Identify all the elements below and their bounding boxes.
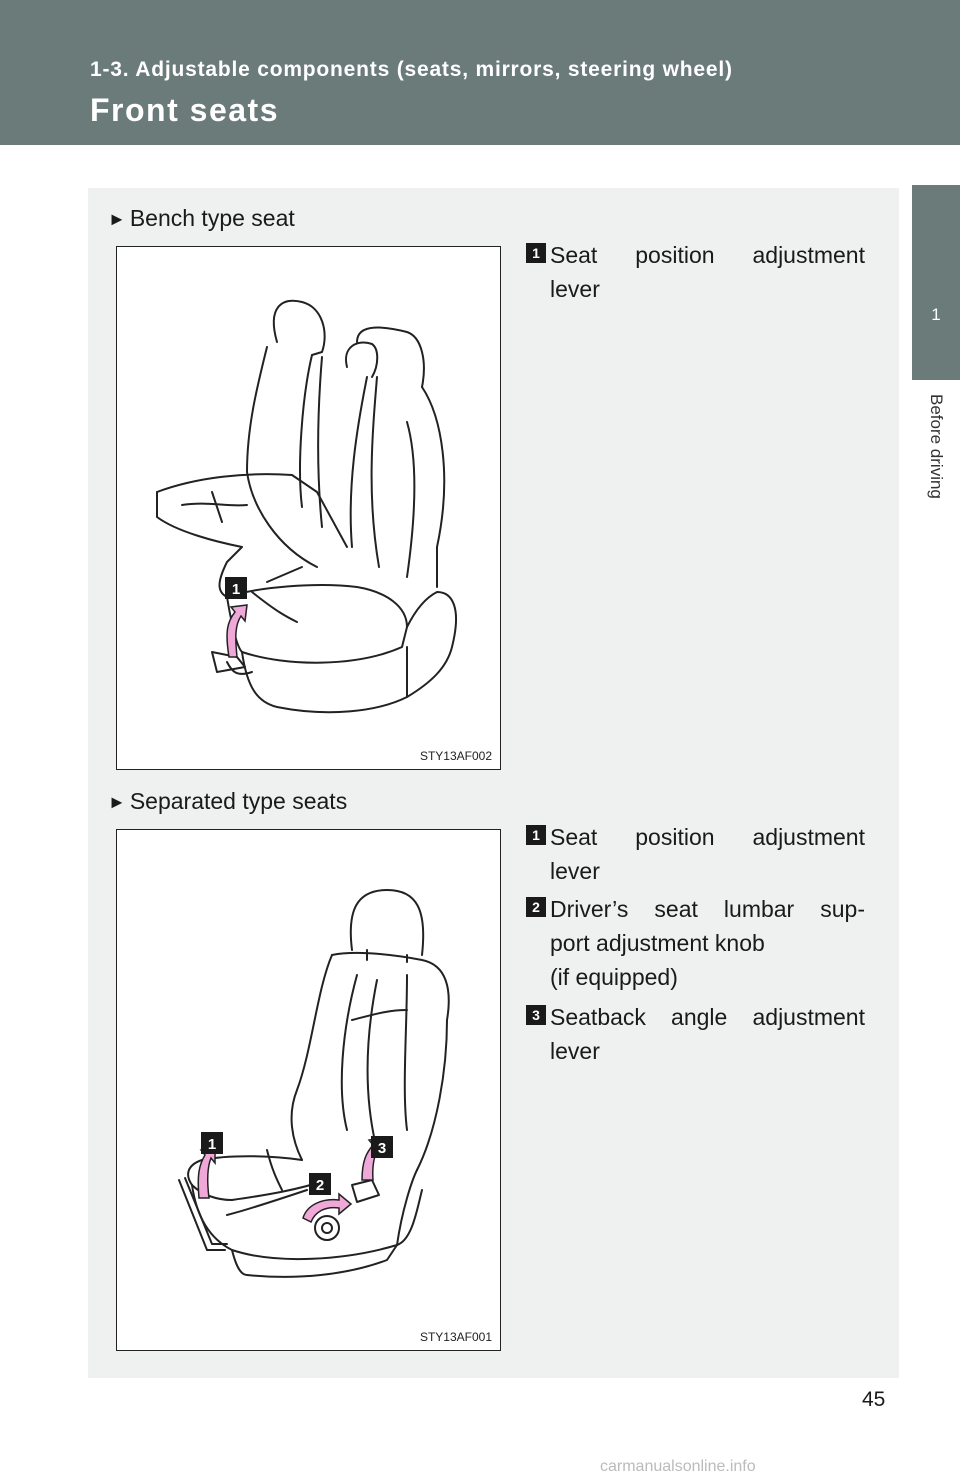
triangle-right-icon: ► xyxy=(108,209,126,229)
section-label-text: Bench type seat xyxy=(130,205,295,231)
svg-text:3: 3 xyxy=(378,1140,386,1157)
item-line: Seat position adjustment xyxy=(550,238,865,272)
section-label-bench: ►Bench type seat xyxy=(108,205,295,232)
svg-text:1: 1 xyxy=(208,1136,216,1153)
section-label-text: Separated type seats xyxy=(130,788,347,814)
item-number-badge: 1 xyxy=(526,825,546,845)
item-line: lever xyxy=(550,1034,865,1068)
item-number-badge: 3 xyxy=(526,1005,546,1025)
page-title: Front seats xyxy=(90,92,279,129)
svg-text:1: 1 xyxy=(232,581,240,598)
item-number-badge: 1 xyxy=(526,243,546,263)
page-number: 45 xyxy=(862,1388,885,1412)
item-line: (if equipped) xyxy=(550,960,865,994)
item-line: Seat position adjustment xyxy=(550,820,865,854)
triangle-right-icon: ► xyxy=(108,792,126,812)
item-line: Seatback angle adjustment xyxy=(550,1000,865,1034)
list-item: 1 Seat position adjustment lever xyxy=(526,820,866,890)
item-text: Seat position adjustment lever xyxy=(550,238,865,306)
chapter-number: 1 xyxy=(912,305,960,325)
item-text: Driver’s seat lumbar sup- port adjustmen… xyxy=(550,892,865,994)
chapter-label: Before driving xyxy=(926,394,946,499)
separated-seat-illustration: 1 2 3 xyxy=(117,830,500,1350)
svg-text:2: 2 xyxy=(316,1177,324,1194)
item-line: port adjustment knob xyxy=(550,926,865,960)
item-text: Seatback angle adjustment lever xyxy=(550,1000,865,1068)
item-line: lever xyxy=(550,854,865,888)
figure-separated-seats: 1 2 3 STY13AF001 xyxy=(116,829,501,1351)
figure-bench-seat: 1 STY13AF002 xyxy=(116,246,501,770)
item-number-badge: 2 xyxy=(526,897,546,917)
chapter-tab: 1 xyxy=(912,185,960,380)
list-item: 2 Driver’s seat lumbar sup- port adjustm… xyxy=(526,892,866,997)
list-item: 3 Seatback angle adjustment lever xyxy=(526,1000,866,1070)
item-line: Driver’s seat lumbar sup- xyxy=(550,892,865,926)
watermark: carmanualsonline.info xyxy=(600,1458,756,1476)
list-item: 1 Seat position adjustment lever xyxy=(526,238,866,308)
figure-code: STY13AF002 xyxy=(420,749,492,763)
item-line: lever xyxy=(550,272,865,306)
item-text: Seat position adjustment lever xyxy=(550,820,865,888)
bench-seat-illustration: 1 xyxy=(117,247,500,769)
figure-code: STY13AF001 xyxy=(420,1330,492,1344)
section-label-separated: ►Separated type seats xyxy=(108,788,347,815)
section-subtitle: 1-3. Adjustable components (seats, mirro… xyxy=(90,58,733,82)
chapter-label-container: Before driving xyxy=(912,380,960,580)
page-header: 1-3. Adjustable components (seats, mirro… xyxy=(0,0,960,145)
